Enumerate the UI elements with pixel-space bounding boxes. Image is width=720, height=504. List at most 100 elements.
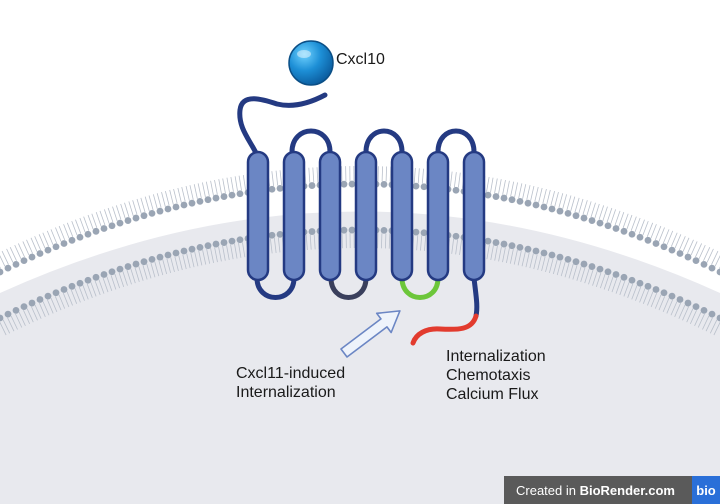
lipid-head <box>124 217 132 224</box>
lipid-tail <box>711 250 719 265</box>
ligand-label: Cxcl10 <box>336 51 385 68</box>
lipid-tail <box>162 259 168 275</box>
lipid-head <box>548 251 556 259</box>
lipid-head <box>0 268 4 276</box>
lipid-tail <box>662 229 670 244</box>
lipid-tail <box>674 302 682 317</box>
lipid-tail <box>490 245 494 260</box>
lipid-head <box>36 250 44 257</box>
lipid-head <box>516 197 524 205</box>
lipid-tail <box>136 198 142 214</box>
lipid-tail <box>502 247 506 263</box>
lipid-tail <box>666 299 674 314</box>
lipid-head <box>172 203 180 211</box>
lipid-tail <box>650 224 657 239</box>
lipid-tail <box>78 286 85 301</box>
lipid-tail <box>389 166 392 182</box>
lipid-head <box>100 225 108 232</box>
lipid-head <box>44 292 52 300</box>
lipid-head <box>540 249 548 257</box>
lipid-tail <box>234 243 238 259</box>
lipid-head <box>228 237 236 245</box>
lipid-head <box>36 296 44 303</box>
lipid-head <box>68 282 76 290</box>
lipid-tail <box>198 250 203 266</box>
lipid-tail <box>189 185 194 200</box>
lipid-head <box>236 236 244 244</box>
lipid-tail <box>413 167 416 184</box>
lipid-tail <box>574 197 580 213</box>
lipid-head <box>564 255 572 263</box>
lipid-tail <box>518 183 523 199</box>
lipid-head <box>700 306 708 314</box>
biorender-logo-icon: bio <box>692 476 720 504</box>
lipid-tail <box>277 237 281 253</box>
lipid-tail <box>703 247 711 261</box>
lipid-head <box>612 225 620 232</box>
lipid-tail <box>138 266 144 281</box>
lipid-head <box>596 219 604 227</box>
lipid-tail <box>594 203 600 219</box>
lipid-tail <box>526 185 531 200</box>
lipid-tail <box>269 238 273 254</box>
lipid-tail <box>449 171 453 187</box>
lipid-head <box>652 240 660 247</box>
lipid-head <box>660 289 668 297</box>
lipid-tail <box>454 172 457 188</box>
lipid-tail <box>599 273 606 289</box>
lipid-tail <box>713 321 720 336</box>
lipid-tail <box>308 167 311 183</box>
lipid-tail <box>687 239 694 254</box>
lipid-tail <box>702 315 710 330</box>
lipid-head <box>164 205 172 213</box>
lipid-tail <box>146 263 152 279</box>
lipid-head <box>308 182 316 189</box>
lipid-tail <box>103 209 110 224</box>
lipid-tail <box>120 203 126 219</box>
lipid-tail <box>498 246 502 262</box>
lipid-tail <box>490 177 494 193</box>
lipid-tail <box>107 207 114 223</box>
lipid-head <box>108 222 116 230</box>
lipid-head <box>12 260 20 268</box>
lipid-tail <box>26 239 33 254</box>
lipid-tail <box>242 174 246 190</box>
lipid-head <box>508 242 516 250</box>
lipid-head <box>644 236 652 244</box>
badge-text: Created in BioRender.com <box>504 483 692 498</box>
lipid-head <box>180 247 188 255</box>
lipid-tail <box>242 242 246 258</box>
lipid-tail <box>194 251 199 267</box>
lipid-tail <box>550 191 555 206</box>
lipid-head <box>716 268 720 276</box>
lipid-head <box>68 236 76 244</box>
lipid-tail <box>421 168 424 184</box>
lipid-head <box>276 184 284 192</box>
lipid-tail <box>181 186 186 202</box>
lipid-tail <box>714 255 720 267</box>
lipid-head <box>676 296 684 303</box>
lipid-head <box>572 212 580 220</box>
lipid-tail <box>502 179 506 195</box>
lipid-tail <box>618 212 625 227</box>
lipid-head <box>196 243 204 251</box>
lipid-tail <box>537 255 542 271</box>
c-terminus-tail-red <box>410 313 479 346</box>
lipid-tail <box>166 258 171 274</box>
lipid-head <box>180 201 188 209</box>
lipid-tail <box>71 220 78 236</box>
lipid-tail <box>214 179 218 195</box>
lipid-tail <box>549 258 554 274</box>
lipid-tail <box>598 205 605 220</box>
lipid-tail <box>670 301 678 316</box>
lipid-tail <box>206 248 211 264</box>
extracellular-loop-3 <box>435 128 477 153</box>
lipid-head <box>420 183 428 191</box>
biorender-badge[interactable]: Created in BioRender.com bio <box>504 476 720 504</box>
lipid-tail <box>654 225 662 241</box>
lipid-tail <box>95 212 102 227</box>
lipid-tail <box>271 171 275 187</box>
lipid-tail <box>42 301 50 316</box>
lipid-head <box>340 180 348 188</box>
extracellular-loop-1 <box>289 128 333 153</box>
